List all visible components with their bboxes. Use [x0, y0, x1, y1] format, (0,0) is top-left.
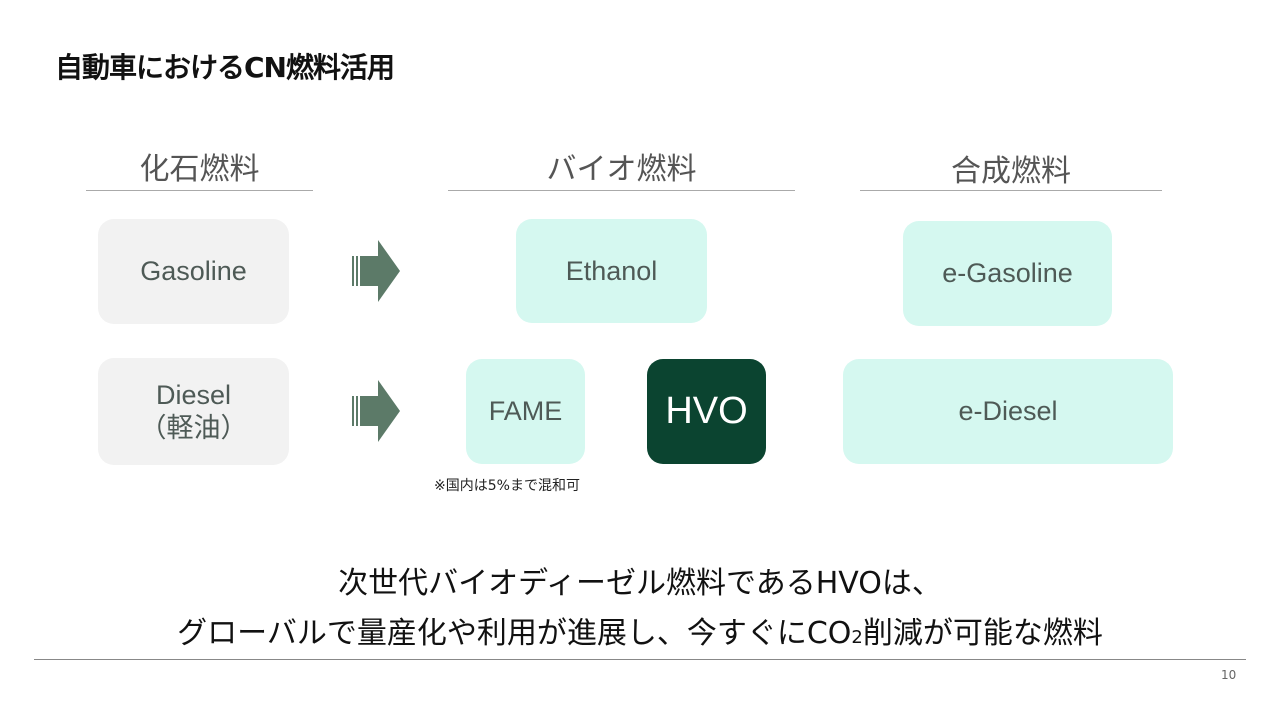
fame-label: FAME	[488, 396, 563, 427]
e-gasoline-box: e-Gasoline	[903, 221, 1112, 326]
diesel-label: Diesel	[155, 380, 232, 411]
footer-divider	[34, 659, 1246, 660]
diesel-box: Diesel （軽油）	[98, 358, 289, 465]
fame-box: FAME	[466, 359, 585, 464]
e-gasoline-label: e-Gasoline	[942, 258, 1073, 289]
page-number: 10	[1221, 668, 1237, 682]
gasoline-label: Gasoline	[140, 256, 247, 287]
message-line-1: 次世代バイオディーゼル燃料であるHVOは、	[338, 566, 942, 601]
column-header-fossil: 化石燃料	[139, 152, 260, 187]
slide-title: 自動車におけるCN燃料活用	[55, 51, 395, 84]
message-text: グローバルで量産化や利用が進展し、今すぐにCO	[177, 616, 852, 651]
arrow-right-icon	[352, 380, 400, 442]
divider	[448, 190, 795, 191]
message-text: 削減が可能な燃料	[862, 616, 1103, 651]
column-header-synthetic: 合成燃料	[951, 154, 1071, 189]
arrow-right-icon	[352, 240, 400, 302]
ethanol-box: Ethanol	[516, 219, 707, 323]
message-line-2: グローバルで量産化や利用が進展し、今すぐにCO2削減が可能な燃料	[0, 608, 1280, 652]
e-diesel-label: e-Diesel	[958, 396, 1058, 427]
message-subscript: 2	[851, 627, 863, 648]
e-diesel-box: e-Diesel	[843, 359, 1173, 464]
divider	[86, 190, 313, 191]
hvo-box: HVO	[647, 359, 766, 464]
diesel-sublabel: （軽油）	[139, 412, 248, 443]
ethanol-label: Ethanol	[565, 255, 658, 286]
fame-note: ※国内は5%まで混和可	[434, 478, 580, 494]
gasoline-box: Gasoline	[98, 219, 289, 324]
column-header-bio: バイオ燃料	[546, 152, 697, 187]
divider	[860, 190, 1162, 191]
hvo-label: HVO	[665, 389, 748, 432]
